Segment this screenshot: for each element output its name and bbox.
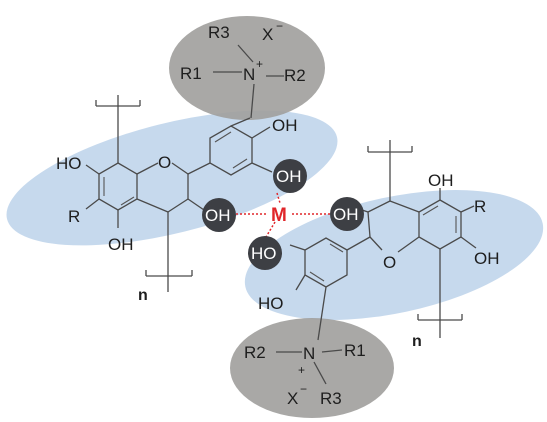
left-oh-bottom: OH <box>108 235 134 254</box>
top-anion-label: X <box>262 25 273 44</box>
right-ho-bubble-label: HO <box>251 244 277 263</box>
bottom-ammonium-bonds <box>276 349 343 385</box>
metal-symbol: M <box>271 205 287 226</box>
right-ho-bubble <box>248 236 282 270</box>
bottom-nitrogen-label: N <box>303 344 315 363</box>
right-r-label: R <box>474 197 486 216</box>
bottom-r2-label: R2 <box>244 343 266 362</box>
left-r-label: R <box>68 207 80 226</box>
right-repeat-n: n <box>412 333 422 350</box>
left-ho-label: HO <box>56 154 82 173</box>
left-repeat-n: n <box>138 287 148 304</box>
right-ring-oxygen: O <box>383 253 396 272</box>
right-flavonoid-region <box>244 190 544 320</box>
left-flavonoid-region <box>6 110 338 246</box>
bottom-nitrogen-charge: + <box>298 363 305 377</box>
left-unit-bonds <box>85 95 273 292</box>
right-ho-bottom: HO <box>258 294 284 313</box>
top-ammonium-region <box>169 16 325 120</box>
bottom-r1-label: R1 <box>344 341 366 360</box>
top-anion-charge: − <box>276 19 283 33</box>
right-oh-bubble-label: OH <box>333 205 359 224</box>
top-ammonium-bonds <box>213 44 284 119</box>
left-oh-top-right: OH <box>272 116 298 135</box>
right-oh-bubble <box>330 197 364 231</box>
bottom-ammonium-region <box>230 318 394 418</box>
bottom-r3-label: R3 <box>320 389 342 408</box>
right-oh-top: OH <box>428 171 454 190</box>
top-nitrogen-label: N <box>243 65 255 84</box>
right-unit-bonds <box>289 140 477 341</box>
right-oh-right: OH <box>474 249 500 268</box>
bottom-anion-charge: − <box>300 382 307 396</box>
left-oh-bubble-mid <box>202 198 236 232</box>
left-oh-bubble-mid-label: OH <box>205 206 231 225</box>
bottom-anion-label: X <box>287 389 298 408</box>
top-r2-label: R2 <box>284 66 306 85</box>
metal-coordination-lines <box>236 192 334 238</box>
top-nitrogen-charge: + <box>256 57 263 71</box>
top-r1-label: R1 <box>180 64 202 83</box>
left-oh-bubble-top <box>273 159 307 193</box>
top-r3-label: R3 <box>208 23 230 42</box>
left-oh-bubble-top-label: OH <box>276 167 302 186</box>
left-ring-oxygen: O <box>158 153 171 172</box>
